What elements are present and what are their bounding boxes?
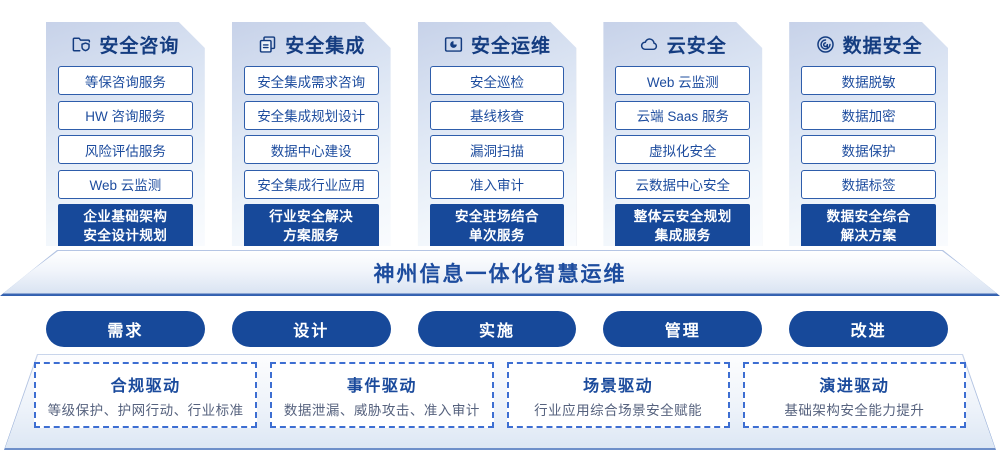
card-footer-line: 集成服务: [654, 227, 711, 243]
card-header: 安全集成: [244, 22, 379, 66]
card-title: 安全咨询: [99, 35, 180, 57]
card-footer-line: 方案服务: [283, 227, 340, 243]
service-cards-row: 安全咨询 等保咨询服务 HW 咨询服务 风险评估服务 Web 云监测 企业基础架…: [46, 22, 948, 246]
card-header: 数据安全: [801, 22, 936, 66]
process-step-pill: 实施: [417, 311, 577, 347]
card-title: 数据安全: [842, 35, 923, 57]
card-footer-line: 行业安全解决: [269, 208, 354, 224]
process-step-pill: 管理: [603, 311, 763, 347]
card-title: 安全集成: [285, 35, 366, 57]
card-footer: 行业安全解决 方案服务: [244, 204, 379, 249]
service-item: HW 咨询服务: [58, 101, 193, 130]
driver-title: 演进驱动: [819, 377, 890, 395]
card-title: 安全运维: [470, 35, 551, 57]
card-security-consulting: 安全咨询 等保咨询服务 HW 咨询服务 风险评估服务 Web 云监测 企业基础架…: [46, 22, 205, 246]
card-footer-line: 安全驻场结合: [454, 208, 539, 224]
card-security-integration: 安全集成 安全集成需求咨询 安全集成规划设计 数据中心建设 安全集成行业应用 行…: [232, 22, 391, 246]
card-footer: 安全驻场结合 单次服务: [430, 204, 565, 249]
card-header: 云安全: [615, 22, 750, 66]
driver-desc: 等级保护、护网行动、行业标准: [47, 402, 244, 418]
folder-pie-icon: [443, 34, 464, 55]
service-item: 等保咨询服务: [58, 66, 193, 95]
card-footer-line: 企业基础架构: [83, 208, 168, 224]
card-cloud-security: 云安全 Web 云监测 云端 Saas 服务 虚拟化安全 云数据中心安全 整体云…: [603, 22, 762, 246]
service-item: 数据加密: [801, 101, 936, 130]
banner-title: 神州信息一体化智慧运维: [373, 263, 627, 286]
card-footer-line: 解决方案: [840, 227, 897, 243]
card-title: 云安全: [666, 35, 727, 57]
drivers-row: 合规驱动 等级保护、护网行动、行业标准 事件驱动 数据泄漏、威胁攻击、准入审计 …: [34, 362, 966, 428]
card-data-security: 数据安全 数据脱敏 数据加密 数据保护 数据标签 数据安全综合 解决方案: [789, 22, 948, 246]
service-item: 云数据中心安全: [615, 170, 750, 199]
driver-desc: 行业应用综合场景安全赋能: [534, 402, 703, 418]
data-spiral-icon: [815, 34, 836, 55]
process-step-pill: 需求: [46, 311, 205, 347]
card-footer-line: 整体云安全规划: [633, 208, 732, 224]
driver-box-compliance: 合规驱动 等级保护、护网行动、行业标准: [34, 362, 258, 428]
process-steps-row: 需求 设计 实施 管理 改进: [46, 311, 948, 347]
process-step-pill: 设计: [231, 311, 391, 347]
folder-shield-icon: [71, 34, 92, 55]
driver-title: 合规驱动: [110, 377, 181, 395]
card-footer: 整体云安全规划 集成服务: [615, 204, 750, 249]
card-header: 安全运维: [430, 22, 565, 66]
banner: 神州信息一体化智慧运维: [0, 250, 1000, 296]
service-item: 数据标签: [801, 170, 936, 199]
service-item: 风险评估服务: [58, 135, 193, 164]
driver-box-evolution: 演进驱动 基础架构安全能力提升: [742, 362, 966, 428]
service-item: 安全巡检: [430, 66, 565, 95]
banner-background: [1, 251, 999, 294]
service-item: 数据中心建设: [244, 135, 379, 164]
card-footer-line: 数据安全综合: [826, 208, 911, 224]
card-header: 安全咨询: [58, 22, 193, 66]
card-footer: 数据安全综合 解决方案: [801, 204, 936, 249]
service-item: 数据脱敏: [801, 66, 936, 95]
cloud-icon: [639, 34, 660, 55]
driver-box-incident: 事件驱动 数据泄漏、威胁攻击、准入审计: [270, 362, 494, 428]
driver-box-scenario: 场景驱动 行业应用综合场景安全赋能: [506, 362, 730, 428]
service-item: 安全集成规划设计: [244, 101, 379, 130]
service-item: 安全集成行业应用: [244, 170, 379, 199]
driver-desc: 数据泄漏、威胁攻击、准入审计: [283, 402, 480, 418]
card-footer: 企业基础架构 安全设计规划: [58, 204, 193, 249]
service-item: 安全集成需求咨询: [244, 66, 379, 95]
process-step-pill: 改进: [789, 311, 948, 347]
service-item: 云端 Saas 服务: [615, 101, 750, 130]
service-item: 漏洞扫描: [430, 135, 565, 164]
service-item: 虚拟化安全: [615, 135, 750, 164]
card-security-operations: 安全运维 安全巡检 基线核查 漏洞扫描 准入审计 安全驻场结合 单次服务: [418, 22, 577, 246]
driver-title: 场景驱动: [583, 377, 654, 395]
service-item: 基线核查: [430, 101, 565, 130]
service-item: Web 云监测: [615, 66, 750, 95]
driver-desc: 基础架构安全能力提升: [784, 402, 925, 418]
service-item: Web 云监测: [58, 170, 193, 199]
driver-title: 事件驱动: [346, 377, 417, 395]
card-footer-line: 安全设计规划: [83, 227, 168, 243]
card-footer-line: 单次服务: [468, 227, 525, 243]
service-item: 准入审计: [430, 170, 565, 199]
service-item: 数据保护: [801, 135, 936, 164]
documents-icon: [257, 34, 278, 55]
